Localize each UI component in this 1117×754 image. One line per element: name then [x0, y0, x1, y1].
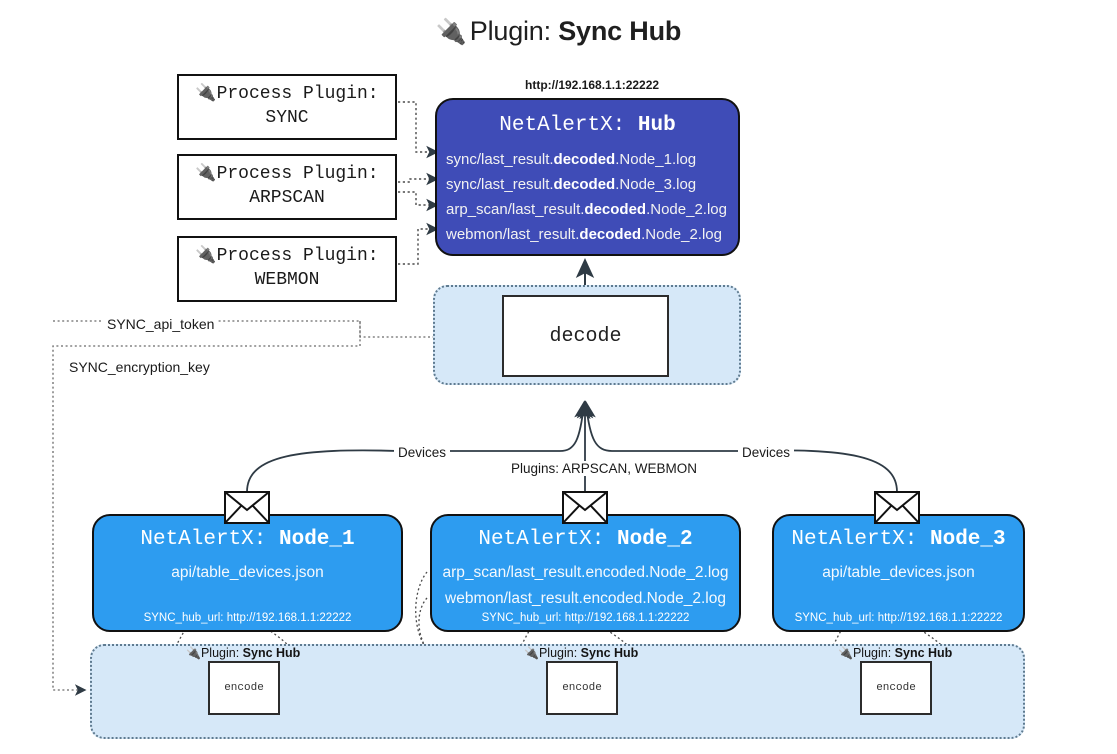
envelope-icon — [562, 491, 608, 524]
hub-app: NetAlertX: — [499, 114, 626, 137]
node-app: NetAlertX: — [478, 528, 605, 551]
process-plugin-name: ARPSCAN — [249, 188, 325, 209]
process-plugin-box-sync[interactable]: 🔌Process Plugin: SYNC — [177, 74, 397, 140]
page-title: 🔌Plugin: Sync Hub — [0, 16, 1117, 47]
hub-url-label: http://192.168.1.1:22222 — [525, 78, 660, 92]
node-title: NetAlertX: Node_1 — [94, 528, 401, 551]
node-hub-url: SYNC_hub_url: http://192.168.1.1:22222 — [794, 612, 1003, 624]
title-name: Sync Hub — [558, 16, 682, 46]
node-line-list: api/table_devices.json — [94, 560, 401, 586]
encode-caption-prefix: Plugin: — [852, 646, 892, 660]
encode-caption: 🔌Plugin: Sync Hub — [838, 646, 952, 660]
process-plugin-box-webmon[interactable]: 🔌Process Plugin: WEBMON — [177, 236, 397, 302]
plug-icon: 🔌 — [195, 163, 217, 183]
process-plugin-label: Process Plugin: — [216, 164, 379, 184]
encode-box-node-2[interactable]: encode — [546, 661, 618, 715]
node-hub-url: SYNC_hub_url: http://192.168.1.1:22222 — [143, 612, 352, 624]
process-plugin-name: WEBMON — [254, 270, 320, 291]
node-line: webmon/last_result.encoded.Node_2.log — [445, 590, 726, 607]
node-title: NetAlertX: Node_3 — [774, 528, 1023, 551]
node-hub-url: SYNC_hub_url: http://192.168.1.1:22222 — [481, 612, 690, 624]
node-title: NetAlertX: Node_2 — [432, 528, 739, 551]
envelope-icon — [874, 491, 920, 524]
hub-title: NetAlertX: Hub — [437, 114, 738, 137]
decode-box[interactable]: decode — [502, 295, 669, 377]
node-box-node-3[interactable]: NetAlertX: Node_3 api/table_devices.json… — [772, 514, 1025, 632]
plug-icon: 🔌 — [195, 245, 217, 265]
node-line: api/table_devices.json — [822, 564, 975, 581]
node-line: arp_scan/last_result.encoded.Node_2.log — [442, 564, 729, 581]
encode-caption-name: Sync Hub — [580, 646, 639, 660]
edge-label-devices-right: Devices — [738, 445, 795, 460]
hub-log-row: arp_scan/last_result.decoded.Node_2.log — [446, 201, 727, 218]
process-plugin-label: Process Plugin: — [216, 84, 379, 104]
hub-box[interactable]: NetAlertX: Hub sync/last_result.decoded.… — [435, 98, 740, 256]
encode-caption-prefix: Plugin: — [200, 646, 240, 660]
node-line-list: arp_scan/last_result.encoded.Node_2.log … — [432, 560, 739, 612]
node-line: api/table_devices.json — [171, 564, 324, 581]
hub-log-row: webmon/last_result.decoded.Node_2.log — [446, 226, 722, 243]
plug-icon: 🔌 — [524, 646, 539, 660]
encode-caption-name: Sync Hub — [242, 646, 301, 660]
plug-icon: 🔌 — [195, 83, 217, 103]
process-plugin-name: SYNC — [265, 108, 309, 129]
plug-icon: 🔌 — [838, 646, 853, 660]
hub-log-row: sync/last_result.decoded.Node_1.log — [446, 151, 697, 168]
plug-icon: 🔌 — [435, 18, 467, 46]
node-app: NetAlertX: — [791, 528, 918, 551]
process-plugin-label: Process Plugin: — [216, 246, 379, 266]
sync-api-token-label: SYNC_api_token — [103, 316, 219, 332]
encode-caption: 🔌Plugin: Sync Hub — [186, 646, 300, 660]
hub-name: Hub — [637, 114, 676, 137]
encode-caption-name: Sync Hub — [894, 646, 953, 660]
encode-box-node-1[interactable]: encode — [208, 661, 280, 715]
hub-log-list: sync/last_result.decoded.Node_1.log sync… — [437, 147, 738, 247]
encode-box-node-3[interactable]: encode — [860, 661, 932, 715]
node-name: Node_2 — [617, 528, 693, 551]
node-name: Node_3 — [930, 528, 1006, 551]
envelope-icon — [224, 491, 270, 524]
encode-caption-prefix: Plugin: — [538, 646, 578, 660]
sync-encryption-key-label: SYNC_encryption_key — [65, 359, 214, 375]
node-box-node-1[interactable]: NetAlertX: Node_1 api/table_devices.json… — [92, 514, 403, 632]
plug-icon: 🔌 — [186, 646, 201, 660]
node-line-list: api/table_devices.json — [774, 560, 1023, 586]
node-app: NetAlertX: — [140, 528, 267, 551]
title-prefix: Plugin: — [469, 16, 551, 46]
encode-caption: 🔌Plugin: Sync Hub — [524, 646, 638, 660]
node-name: Node_1 — [279, 528, 355, 551]
edge-label-devices-left: Devices — [394, 445, 451, 460]
process-plugin-box-arpscan[interactable]: 🔌Process Plugin: ARPSCAN — [177, 154, 397, 220]
hub-log-row: sync/last_result.decoded.Node_3.log — [446, 176, 697, 193]
node-box-node-2[interactable]: NetAlertX: Node_2 arp_scan/last_result.e… — [430, 514, 741, 632]
edge-label-plugins-center: Plugins: ARPSCAN, WEBMON — [507, 461, 702, 476]
